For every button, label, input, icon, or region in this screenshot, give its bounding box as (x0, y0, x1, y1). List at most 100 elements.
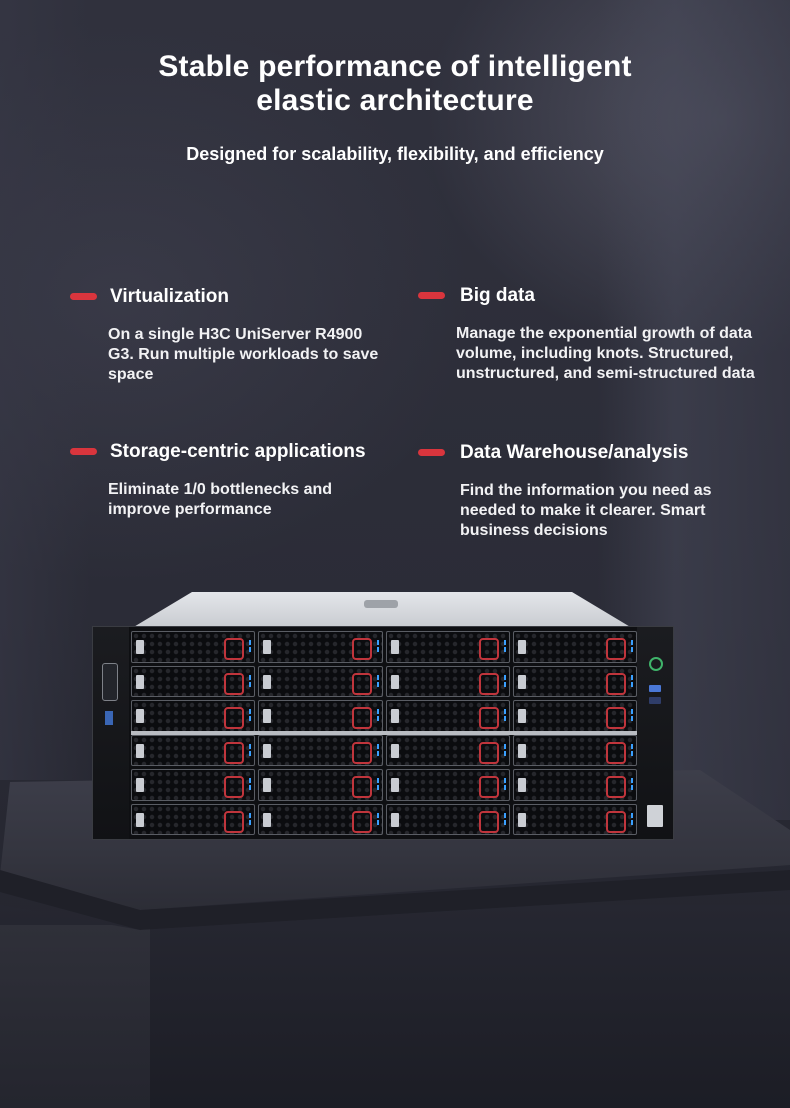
drive-release-icon (351, 638, 372, 660)
drive-led-icon (249, 812, 252, 825)
drive-latch-icon (136, 778, 144, 792)
feature-storage-centric: Storage-centric applications Eliminate 1… (70, 440, 390, 520)
drive-release-icon (478, 672, 499, 695)
drive-bay (385, 734, 510, 766)
drive-latch-icon (136, 640, 144, 654)
drive-latch-icon (517, 743, 526, 758)
drive-release-icon (606, 638, 626, 660)
header: Stable performance of intelligent elasti… (0, 50, 790, 165)
drive-release-icon (224, 707, 245, 729)
drive-release-icon (224, 672, 245, 695)
drive-bay (131, 631, 256, 663)
drive-bay (385, 803, 510, 835)
feature-description: Find the information you need as needed … (460, 482, 712, 539)
drive-release-icon (478, 741, 499, 764)
page-subtitle: Designed for scalability, flexibility, a… (186, 144, 604, 164)
feature-description: Manage the exponential growth of data vo… (456, 325, 755, 382)
drive-led-icon (376, 812, 379, 825)
drive-led-icon (376, 743, 379, 756)
drive-latch-icon (263, 812, 272, 827)
drive-release-icon (478, 776, 499, 798)
drive-led-icon (631, 709, 633, 721)
drive-led-icon (376, 674, 379, 687)
drive-led-icon (376, 640, 379, 652)
drive-bay (258, 700, 383, 732)
drive-bay (131, 734, 256, 766)
drive-release-icon (351, 810, 372, 833)
drive-latch-icon (136, 709, 144, 723)
drive-latch-icon (263, 674, 272, 689)
drive-latch-icon (263, 743, 272, 758)
drive-bay (131, 803, 256, 835)
server-divider (131, 731, 637, 735)
drive-release-icon (478, 638, 499, 660)
drive-latch-icon (263, 640, 272, 654)
drive-bay (385, 631, 510, 663)
drive-bay (385, 769, 510, 801)
drive-latch-icon (517, 812, 526, 827)
drive-latch-icon (136, 743, 144, 758)
feature-virtualization: Virtualization On a single H3C UniServer… (70, 285, 390, 385)
drive-bay (131, 700, 256, 732)
drive-release-icon (478, 810, 499, 833)
page-title: Stable performance of intelligent elasti… (158, 50, 632, 117)
vga-port-icon (102, 663, 118, 701)
drive-release-icon (606, 707, 626, 729)
drive-led-icon (503, 674, 506, 687)
drive-bay (512, 803, 637, 835)
drive-led-icon (503, 709, 506, 721)
drive-led-icon (249, 674, 252, 687)
drive-release-icon (606, 810, 626, 833)
background-pillar-left (0, 0, 90, 780)
accent-dash-icon (418, 449, 445, 456)
feature-big-data: Big data Manage the exponential growth o… (418, 284, 758, 384)
feature-title: Storage-centric applications (110, 441, 366, 462)
drive-bay (258, 769, 383, 801)
drive-bay (512, 631, 637, 663)
drive-bay-grid (131, 631, 637, 835)
drive-led-icon (249, 709, 252, 721)
drive-release-icon (224, 638, 245, 660)
drive-bay (258, 734, 383, 766)
drive-led-icon (631, 778, 633, 790)
drive-bay (512, 665, 637, 697)
drive-led-icon (249, 778, 252, 790)
drive-led-icon (376, 778, 379, 790)
pedestal-face (0, 925, 150, 1108)
drive-release-icon (224, 741, 245, 764)
server-image (92, 592, 674, 842)
drive-release-icon (224, 810, 245, 833)
drive-release-icon (351, 741, 372, 764)
server-ear-left (93, 627, 129, 839)
drive-led-icon (503, 640, 506, 652)
drive-latch-icon (390, 640, 399, 654)
drive-bay (385, 665, 510, 697)
feature-description: On a single H3C UniServer R4900 G3. Run … (108, 326, 379, 383)
drive-bay (131, 665, 256, 697)
drive-led-icon (631, 640, 633, 652)
drive-latch-icon (390, 709, 399, 723)
feature-title: Data Warehouse/analysis (460, 442, 689, 463)
feature-description: Eliminate 1/0 bottlenecks and improve pe… (108, 481, 333, 518)
drive-latch-icon (263, 778, 272, 792)
drive-led-icon (376, 709, 379, 721)
accent-dash-icon (418, 292, 445, 299)
drive-led-icon (503, 743, 506, 756)
drive-led-icon (503, 778, 506, 790)
drive-release-icon (478, 707, 499, 729)
server-top-handle (364, 600, 398, 608)
drive-bay (258, 665, 383, 697)
server-front-panel (92, 626, 674, 840)
usb-port-icon (649, 685, 661, 692)
feature-title: Virtualization (110, 286, 229, 307)
drive-led-icon (249, 743, 252, 756)
drive-bay (258, 803, 383, 835)
feature-title: Big data (460, 285, 535, 306)
drive-release-icon (606, 741, 626, 764)
drive-release-icon (351, 776, 372, 798)
drive-bay (258, 631, 383, 663)
accent-dash-icon (70, 448, 97, 455)
drive-release-icon (351, 707, 372, 729)
drive-latch-icon (517, 778, 526, 792)
drive-latch-icon (390, 743, 399, 758)
